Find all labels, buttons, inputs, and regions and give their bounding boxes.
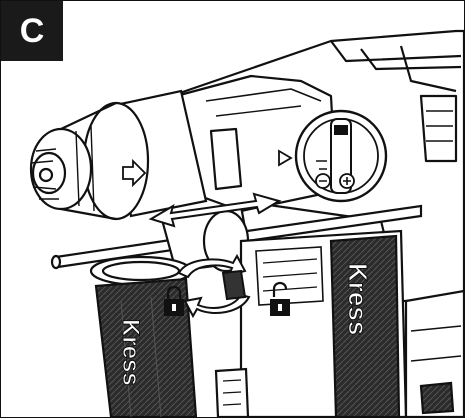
- chuck-arrow-icon: [122, 158, 147, 188]
- handle-body: [214, 229, 408, 417]
- brand-logo-body: Kress: [343, 263, 373, 335]
- double-headed-arrow-icon: [148, 192, 282, 228]
- lock-closed-icon: [164, 285, 184, 316]
- battery-pack: [404, 289, 464, 417]
- brand-logo-grip: Kress: [117, 319, 144, 386]
- dial-pointer-icon: [278, 149, 293, 167]
- rotate-arrows-icon: [177, 253, 251, 319]
- panel-label: C: [1, 1, 63, 61]
- lock-open-icon: [270, 281, 290, 316]
- sds-chuck: [29, 89, 208, 221]
- auxiliary-handle-collar: [89, 204, 253, 287]
- mode-selector-dial: [294, 109, 388, 203]
